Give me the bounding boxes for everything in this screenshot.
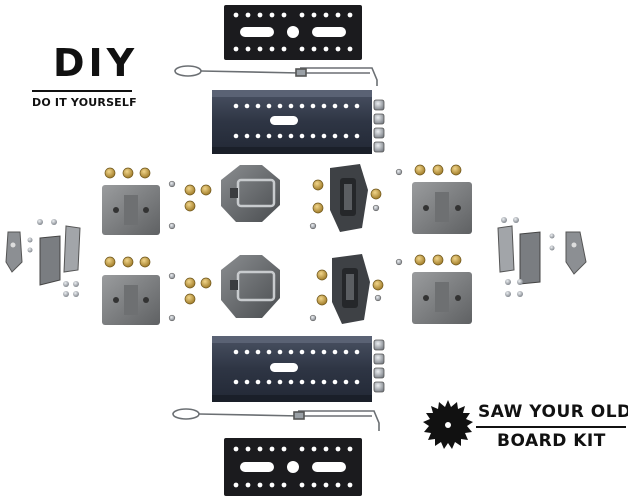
left-lower-toe-clip	[221, 255, 280, 318]
top-rail	[212, 90, 372, 154]
right-lower-heel-clip	[332, 254, 370, 324]
brass-inserts	[104, 164, 462, 306]
bottom-binding-plate	[224, 438, 362, 496]
top-square-nuts	[373, 99, 385, 153]
top-binding-plate	[224, 5, 362, 60]
kit-title-line1: SAW YOUR OLD	[478, 402, 628, 422]
kit-divider	[476, 426, 626, 428]
left-upper-toe-clip	[221, 165, 280, 222]
diy-subtitle: DO IT YOURSELF	[32, 96, 137, 109]
right-lower-puck	[412, 272, 472, 324]
left-upper-puck	[102, 185, 160, 235]
saw-blade-icon	[423, 400, 473, 450]
bottom-rail	[212, 336, 372, 402]
bottom-square-nuts	[373, 339, 385, 393]
right-upper-heel-clip	[330, 164, 368, 232]
right-upper-puck	[412, 182, 472, 234]
diy-title: DIY	[53, 41, 139, 85]
left-side-hardware	[5, 219, 81, 297]
left-lower-puck	[102, 275, 160, 325]
diy-divider	[32, 90, 132, 92]
top-tension-cable	[174, 65, 378, 86]
right-side-hardware	[497, 217, 587, 297]
steel-washers	[168, 168, 403, 322]
bottom-tension-cable	[172, 408, 380, 431]
kit-title-line2: BOARD KIT	[497, 431, 606, 451]
